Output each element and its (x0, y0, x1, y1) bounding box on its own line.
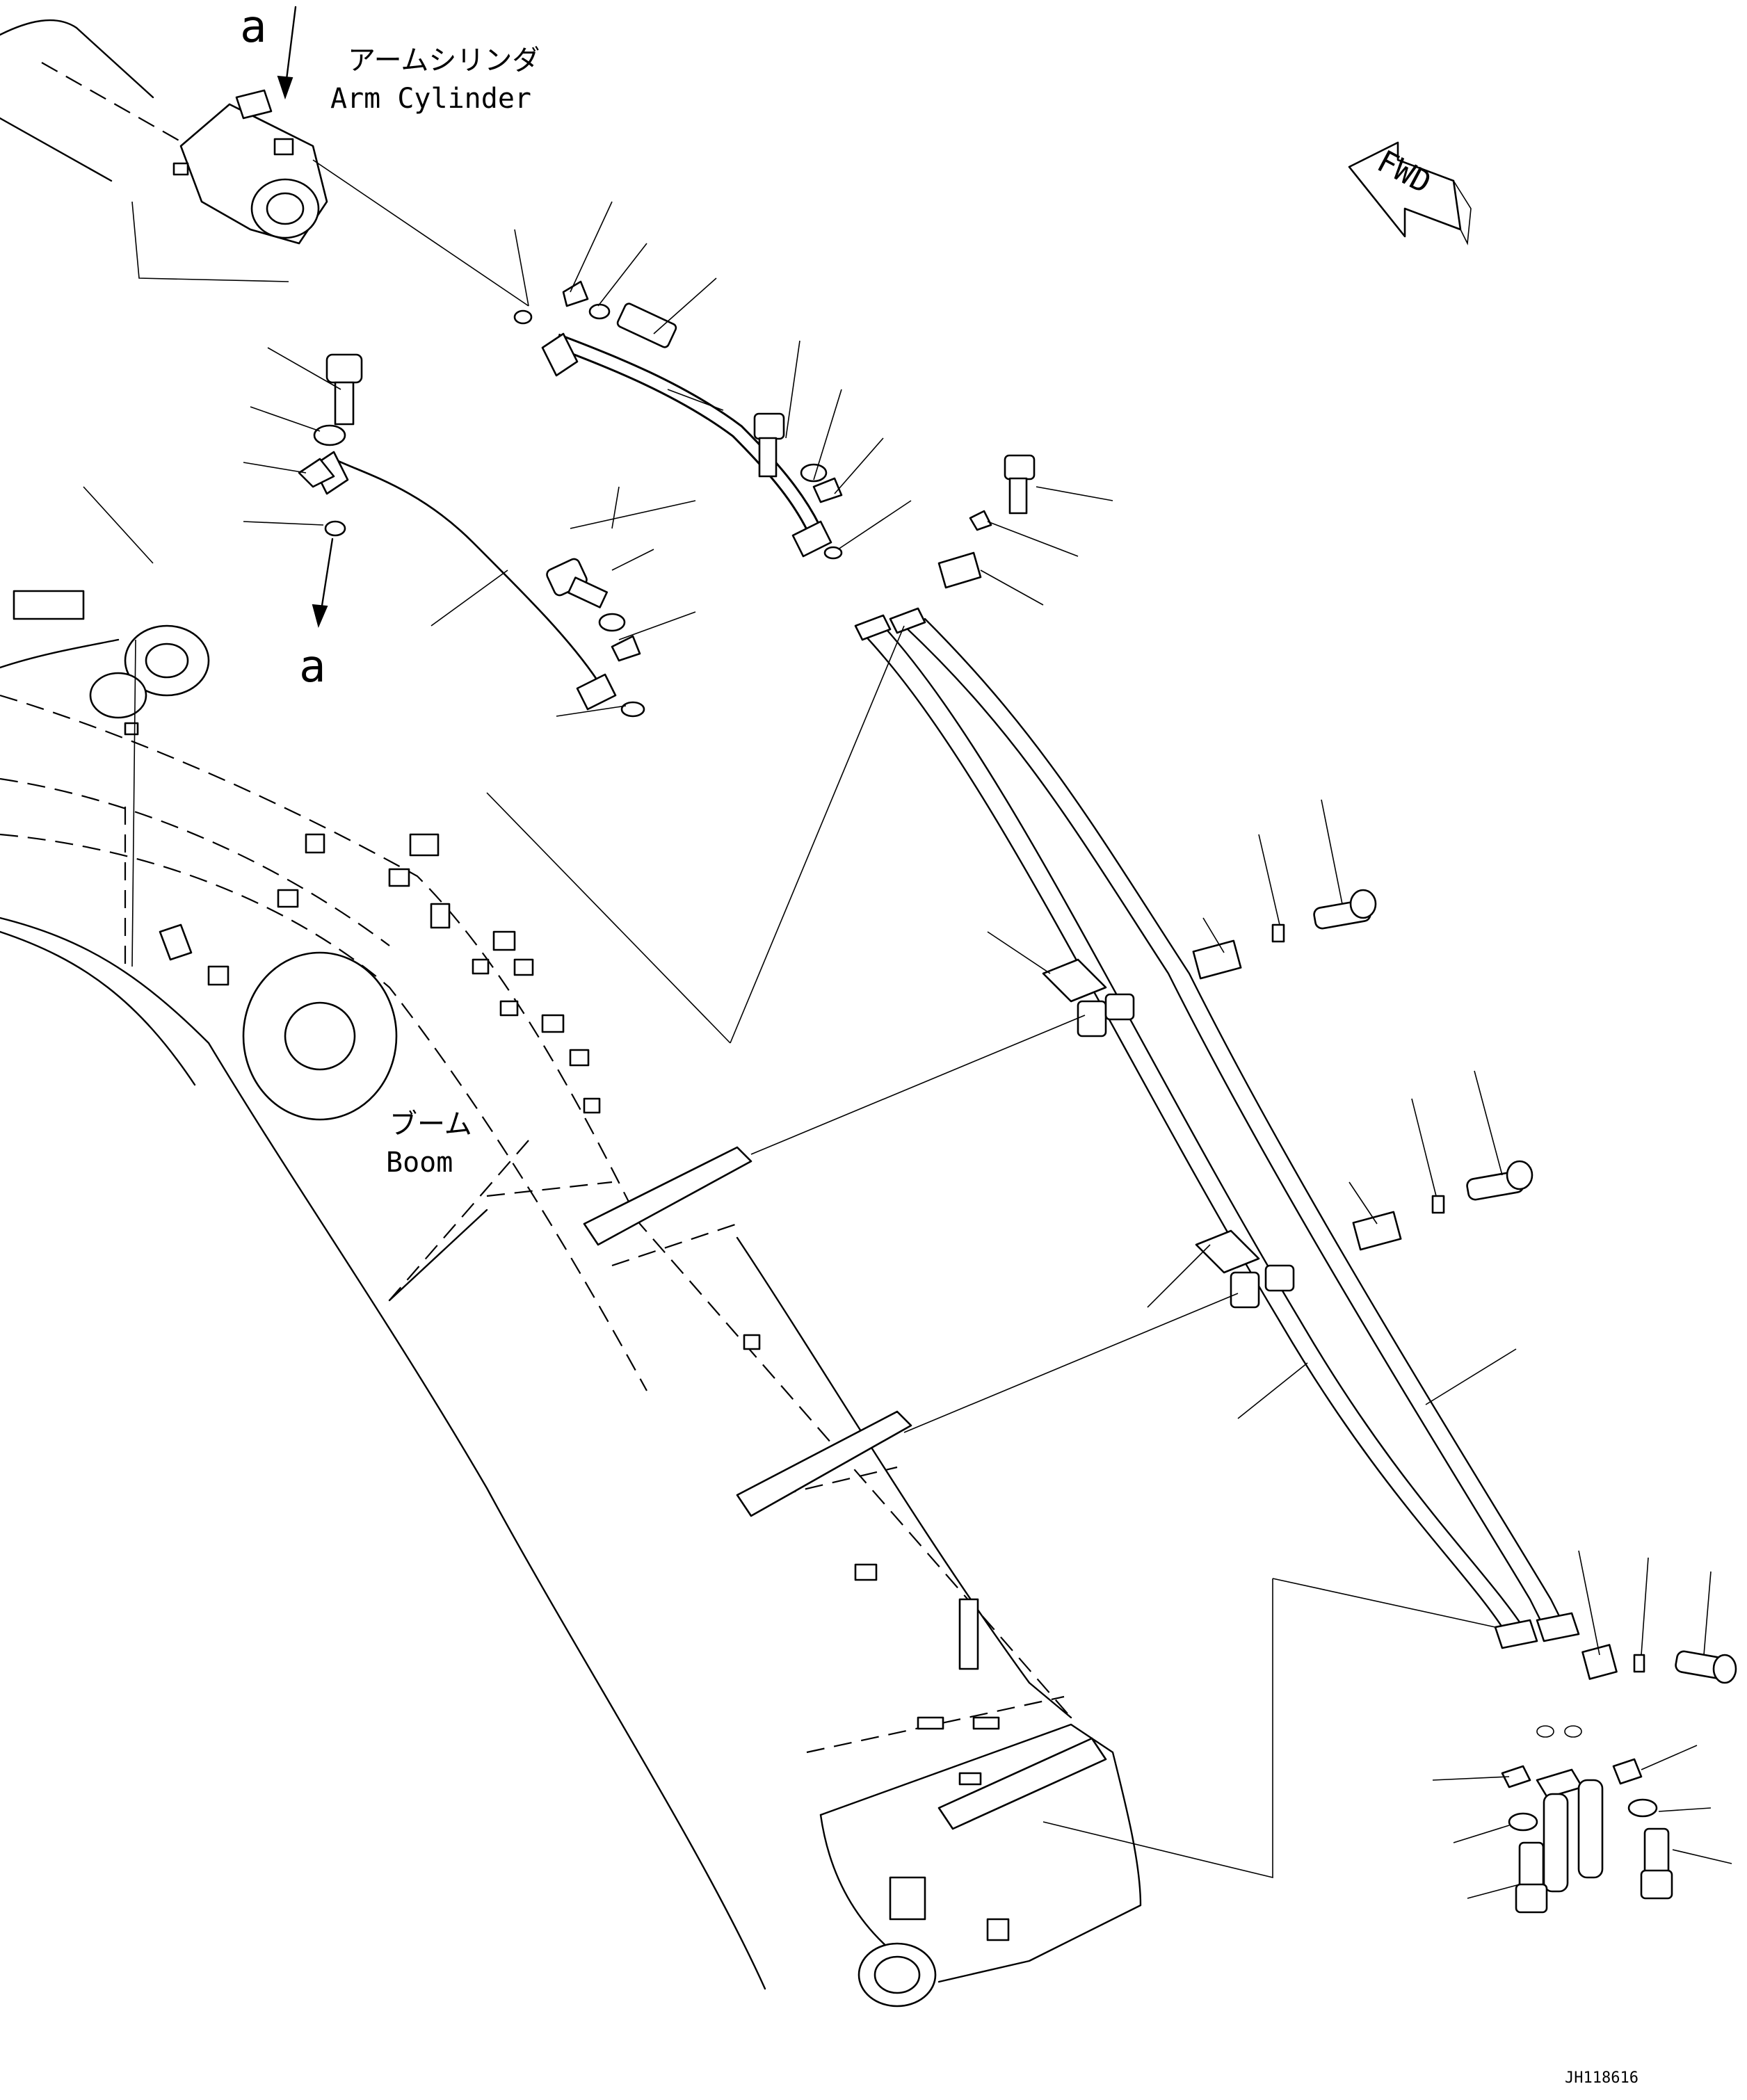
arm-cylinder-head (131, 89, 529, 307)
leader-lines (83, 201, 1732, 1899)
drawing-code: JH118616 (1565, 2069, 1639, 2087)
lower-hoses (1501, 1725, 1673, 1914)
upper-hose-right (541, 332, 832, 558)
boom-label-jp: ブーム (389, 1108, 472, 1140)
boom-small-fittings (159, 833, 1010, 1941)
main-pipes (854, 607, 1580, 1649)
arm-cylinder-label-jp: アームシリンダ (348, 45, 540, 76)
fwd-arrow (1348, 141, 1472, 245)
ref-arrows (277, 6, 334, 629)
boom-body (0, 590, 1142, 2008)
arm-cylinder-label-en: Arm Cylinder (330, 83, 531, 115)
ref-label-a-top: a (240, 1, 267, 53)
upper-hardware (298, 280, 1036, 718)
boom-label-en: Boom (386, 1147, 453, 1179)
arm-body (0, 19, 300, 209)
ref-label-a-mid: a (299, 641, 326, 693)
pipe-clamps (1042, 889, 1737, 1684)
